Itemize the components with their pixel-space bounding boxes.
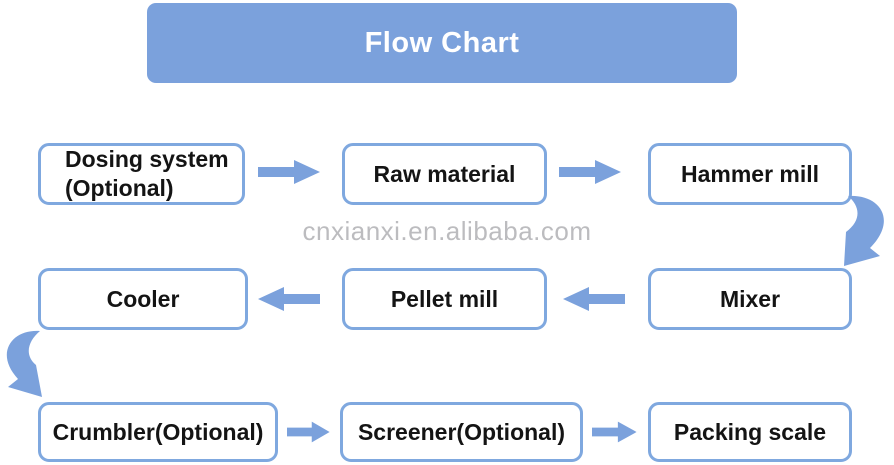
- arrow-right-icon: [258, 157, 322, 187]
- arrow-right-icon: [559, 157, 623, 187]
- curved-arrow-down-left-icon: [820, 190, 894, 270]
- node-cooler: Cooler: [38, 268, 248, 330]
- arrow-left-icon: [561, 284, 625, 314]
- page-title: Flow Chart: [364, 26, 520, 59]
- node-cooler-label: Cooler: [106, 285, 180, 312]
- node-crumbler: Crumbler(Optional): [38, 402, 278, 462]
- node-hammer-mill: Hammer mill: [648, 143, 852, 205]
- node-screener: Screener(Optional): [340, 402, 583, 462]
- node-mixer-label: Mixer: [719, 285, 781, 312]
- node-screener-label: Screener(Optional): [357, 418, 566, 445]
- node-pellet-mill-label: Pellet mill: [390, 285, 499, 312]
- arrow-right-icon: [592, 419, 638, 445]
- node-mixer: Mixer: [648, 268, 852, 330]
- node-packing-scale-label: Packing scale: [673, 418, 827, 445]
- node-pellet-mill: Pellet mill: [342, 268, 547, 330]
- arrow-left-icon: [256, 284, 320, 314]
- node-dosing-system: Dosing system (Optional): [38, 143, 245, 205]
- node-hammer-mill-label: Hammer mill: [680, 160, 820, 187]
- arrow-right-icon: [287, 419, 331, 445]
- node-dosing-system-label: Dosing system (Optional): [65, 146, 229, 201]
- node-crumbler-label: Crumbler(Optional): [52, 418, 264, 445]
- curved-arrow-down-right-icon: [0, 325, 64, 401]
- node-raw-material-label: Raw material: [373, 160, 516, 187]
- flow-chart-header: Flow Chart: [147, 3, 737, 83]
- watermark-text: cnxianxi.en.alibaba.com: [302, 216, 592, 246]
- node-packing-scale: Packing scale: [648, 402, 852, 462]
- node-raw-material: Raw material: [342, 143, 547, 205]
